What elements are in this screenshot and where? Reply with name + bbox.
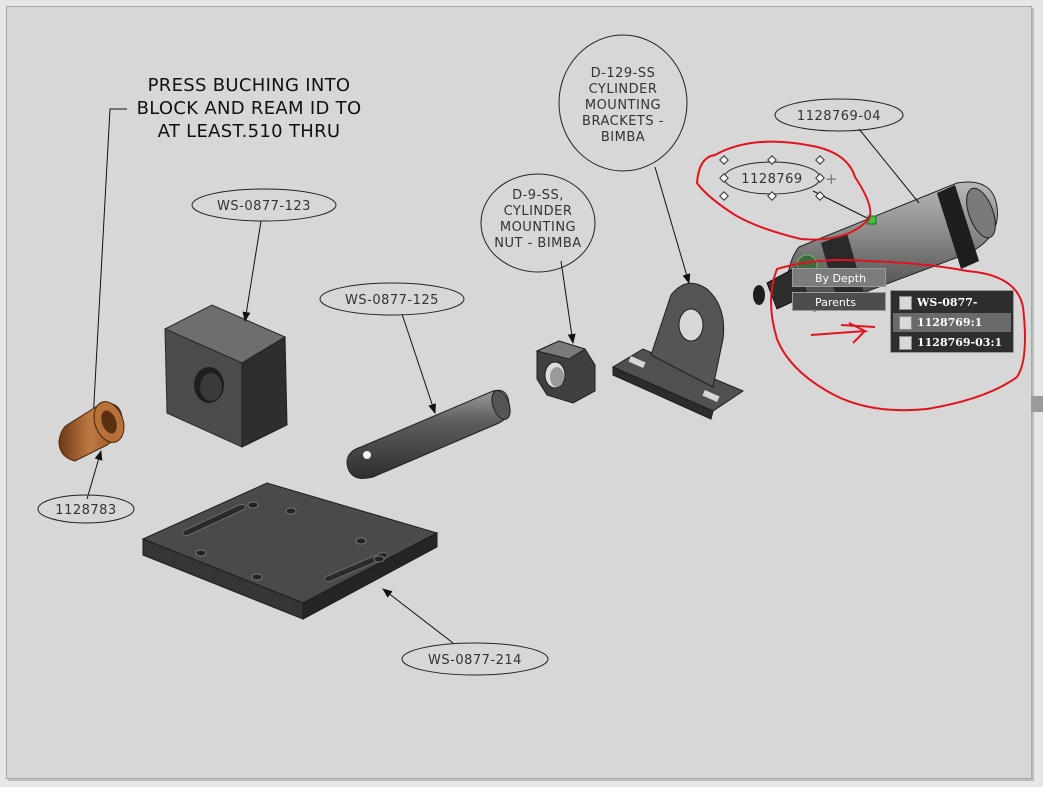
- balloon-d-9-ss[interactable]: D-9-SS, CYLINDER MOUNTING NUT - BIMBA: [480, 173, 596, 344]
- note-line-2: BLOCK AND REAM ID TO: [137, 98, 362, 119]
- note-line-3: AT LEAST.510 THRU: [158, 121, 341, 142]
- parents-submenu[interactable]: WS-0877-002:1 1128769:1 1128769-03:1: [890, 290, 1014, 353]
- panel-edge-handle[interactable]: [1031, 396, 1043, 412]
- balloon-d-129-ss-line-2: CYLINDER: [589, 82, 658, 97]
- submenu-item-1128769[interactable]: 1128769:1: [893, 313, 1011, 332]
- selection-grips[interactable]: [719, 155, 825, 201]
- balloon-1128769-04-label: 1128769-04: [797, 109, 881, 124]
- balloon-ws-0877-214[interactable]: WS-0877-214: [382, 588, 549, 676]
- balloon-d-129-ss-line-4: BRACKETS -: [582, 114, 664, 129]
- red-markup: [695, 140, 1026, 412]
- note-line-1: PRESS BUCHING INTO: [148, 75, 351, 96]
- assembly-note[interactable]: PRESS BUCHING INTO BLOCK AND REAM ID TO …: [89, 75, 362, 422]
- part-block[interactable]: [163, 304, 288, 448]
- balloon-d-9-ss-line-4: NUT - BIMBA: [494, 236, 581, 251]
- menu-item-by-depth-label: By Depth: [815, 272, 867, 285]
- part-hex-nut[interactable]: [535, 340, 596, 404]
- note-leader: [89, 108, 127, 422]
- submenu-item-label: 1128769-03:1: [917, 336, 1003, 349]
- balloon-d-129-ss-line-1: D-129-SS: [591, 66, 656, 81]
- drawing-sheet[interactable]: PRESS BUCHING INTO BLOCK AND REAM ID TO …: [6, 6, 1032, 779]
- balloon-1128769-label: 1128769: [741, 172, 802, 187]
- part-bracket[interactable]: [611, 282, 745, 420]
- menu-item-by-depth[interactable]: By Depth: [792, 268, 886, 287]
- balloon-d-129-ss-line-3: MOUNTING: [585, 98, 661, 113]
- submenu-item-ws-0877-002[interactable]: WS-0877-002:1: [893, 293, 1011, 328]
- part-base-plate[interactable]: [141, 482, 439, 620]
- move-plus-icon[interactable]: +: [825, 170, 838, 188]
- part-pin[interactable]: [346, 388, 514, 479]
- balloon-ws-0877-214-label: WS-0877-214: [428, 653, 522, 668]
- balloon-1128769[interactable]: 1128769 +: [719, 155, 877, 225]
- submenu-item-label: 1128769:1: [917, 316, 983, 329]
- balloon-ws-0877-125[interactable]: WS-0877-125: [319, 282, 465, 414]
- balloon-d-9-ss-line-2: CYLINDER: [504, 204, 573, 219]
- part-document-icon: [899, 296, 912, 310]
- balloon-ws-0877-123[interactable]: WS-0877-123: [191, 188, 337, 322]
- balloon-d-129-ss-line-5: BIMBA: [601, 130, 645, 145]
- balloon-ws-0877-123-label: WS-0877-123: [217, 199, 311, 214]
- menu-item-parents[interactable]: Parents: [792, 292, 886, 311]
- balloon-1128783[interactable]: 1128783: [37, 450, 135, 524]
- balloon-1128783-label: 1128783: [55, 503, 116, 518]
- balloon-d-9-ss-line-1: D-9-SS,: [512, 188, 564, 203]
- balloon-1128769-04[interactable]: 1128769-04: [774, 98, 920, 204]
- balloon-d-129-ss[interactable]: D-129-SS CYLINDER MOUNTING BRACKETS - BI…: [558, 34, 691, 284]
- submenu-item-1128769-03[interactable]: 1128769-03:1: [893, 333, 1011, 352]
- balloon-d-9-ss-line-3: MOUNTING: [500, 220, 576, 235]
- part-document-icon: [899, 336, 912, 350]
- part-bushing[interactable]: [58, 397, 129, 462]
- menu-item-parents-label: Parents: [815, 296, 856, 309]
- part-document-icon: [899, 316, 912, 330]
- balloon-ws-0877-125-label: WS-0877-125: [345, 293, 439, 308]
